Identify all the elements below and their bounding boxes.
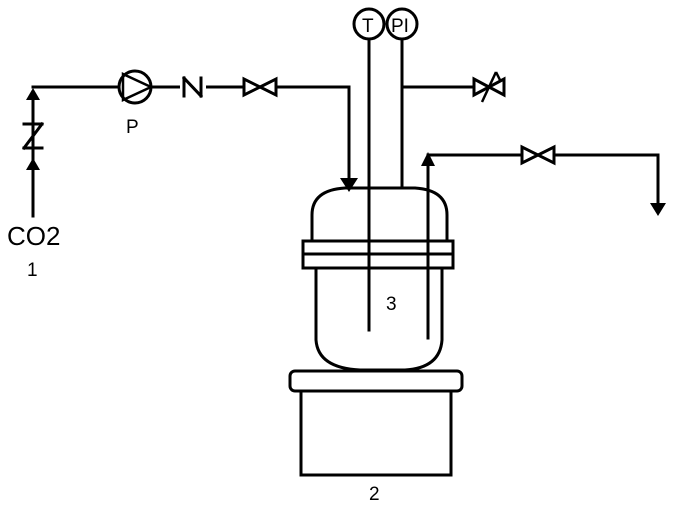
outlet-drop-arrow-icon bbox=[650, 203, 666, 216]
vessel-inlet-arrow-icon bbox=[340, 178, 358, 192]
co2-label: CO2 bbox=[7, 221, 60, 251]
vessel-body bbox=[314, 266, 444, 372]
heater-rim bbox=[288, 369, 464, 393]
vessel-number: 3 bbox=[386, 294, 397, 315]
gate-valve-icon bbox=[242, 76, 278, 98]
temperature-gauge-label: T bbox=[362, 16, 374, 37]
temperature-gauge-icon bbox=[352, 7, 386, 41]
heater-number: 2 bbox=[369, 484, 380, 505]
pump-label: P bbox=[126, 117, 139, 138]
co2-text: CO2 bbox=[7, 221, 60, 251]
check-valve-n-icon bbox=[180, 75, 206, 99]
pressure-gauge-label: PI bbox=[391, 16, 409, 37]
relief-valve-icon bbox=[472, 71, 506, 103]
heater-body bbox=[299, 389, 453, 477]
source-number: 1 bbox=[27, 260, 38, 281]
vessel-top-dome bbox=[310, 186, 449, 242]
pressure-gauge-icon bbox=[385, 7, 419, 41]
feed-arrow-icon bbox=[26, 88, 40, 100]
feed-arrow-lower-icon bbox=[26, 158, 40, 170]
reactor-vessel bbox=[301, 186, 455, 372]
check-valve-icon bbox=[21, 121, 45, 151]
pump-icon bbox=[117, 69, 154, 105]
outlet-arrow-icon bbox=[421, 152, 435, 166]
outlet-gate-valve-icon bbox=[520, 144, 556, 166]
heater-base bbox=[288, 369, 464, 477]
